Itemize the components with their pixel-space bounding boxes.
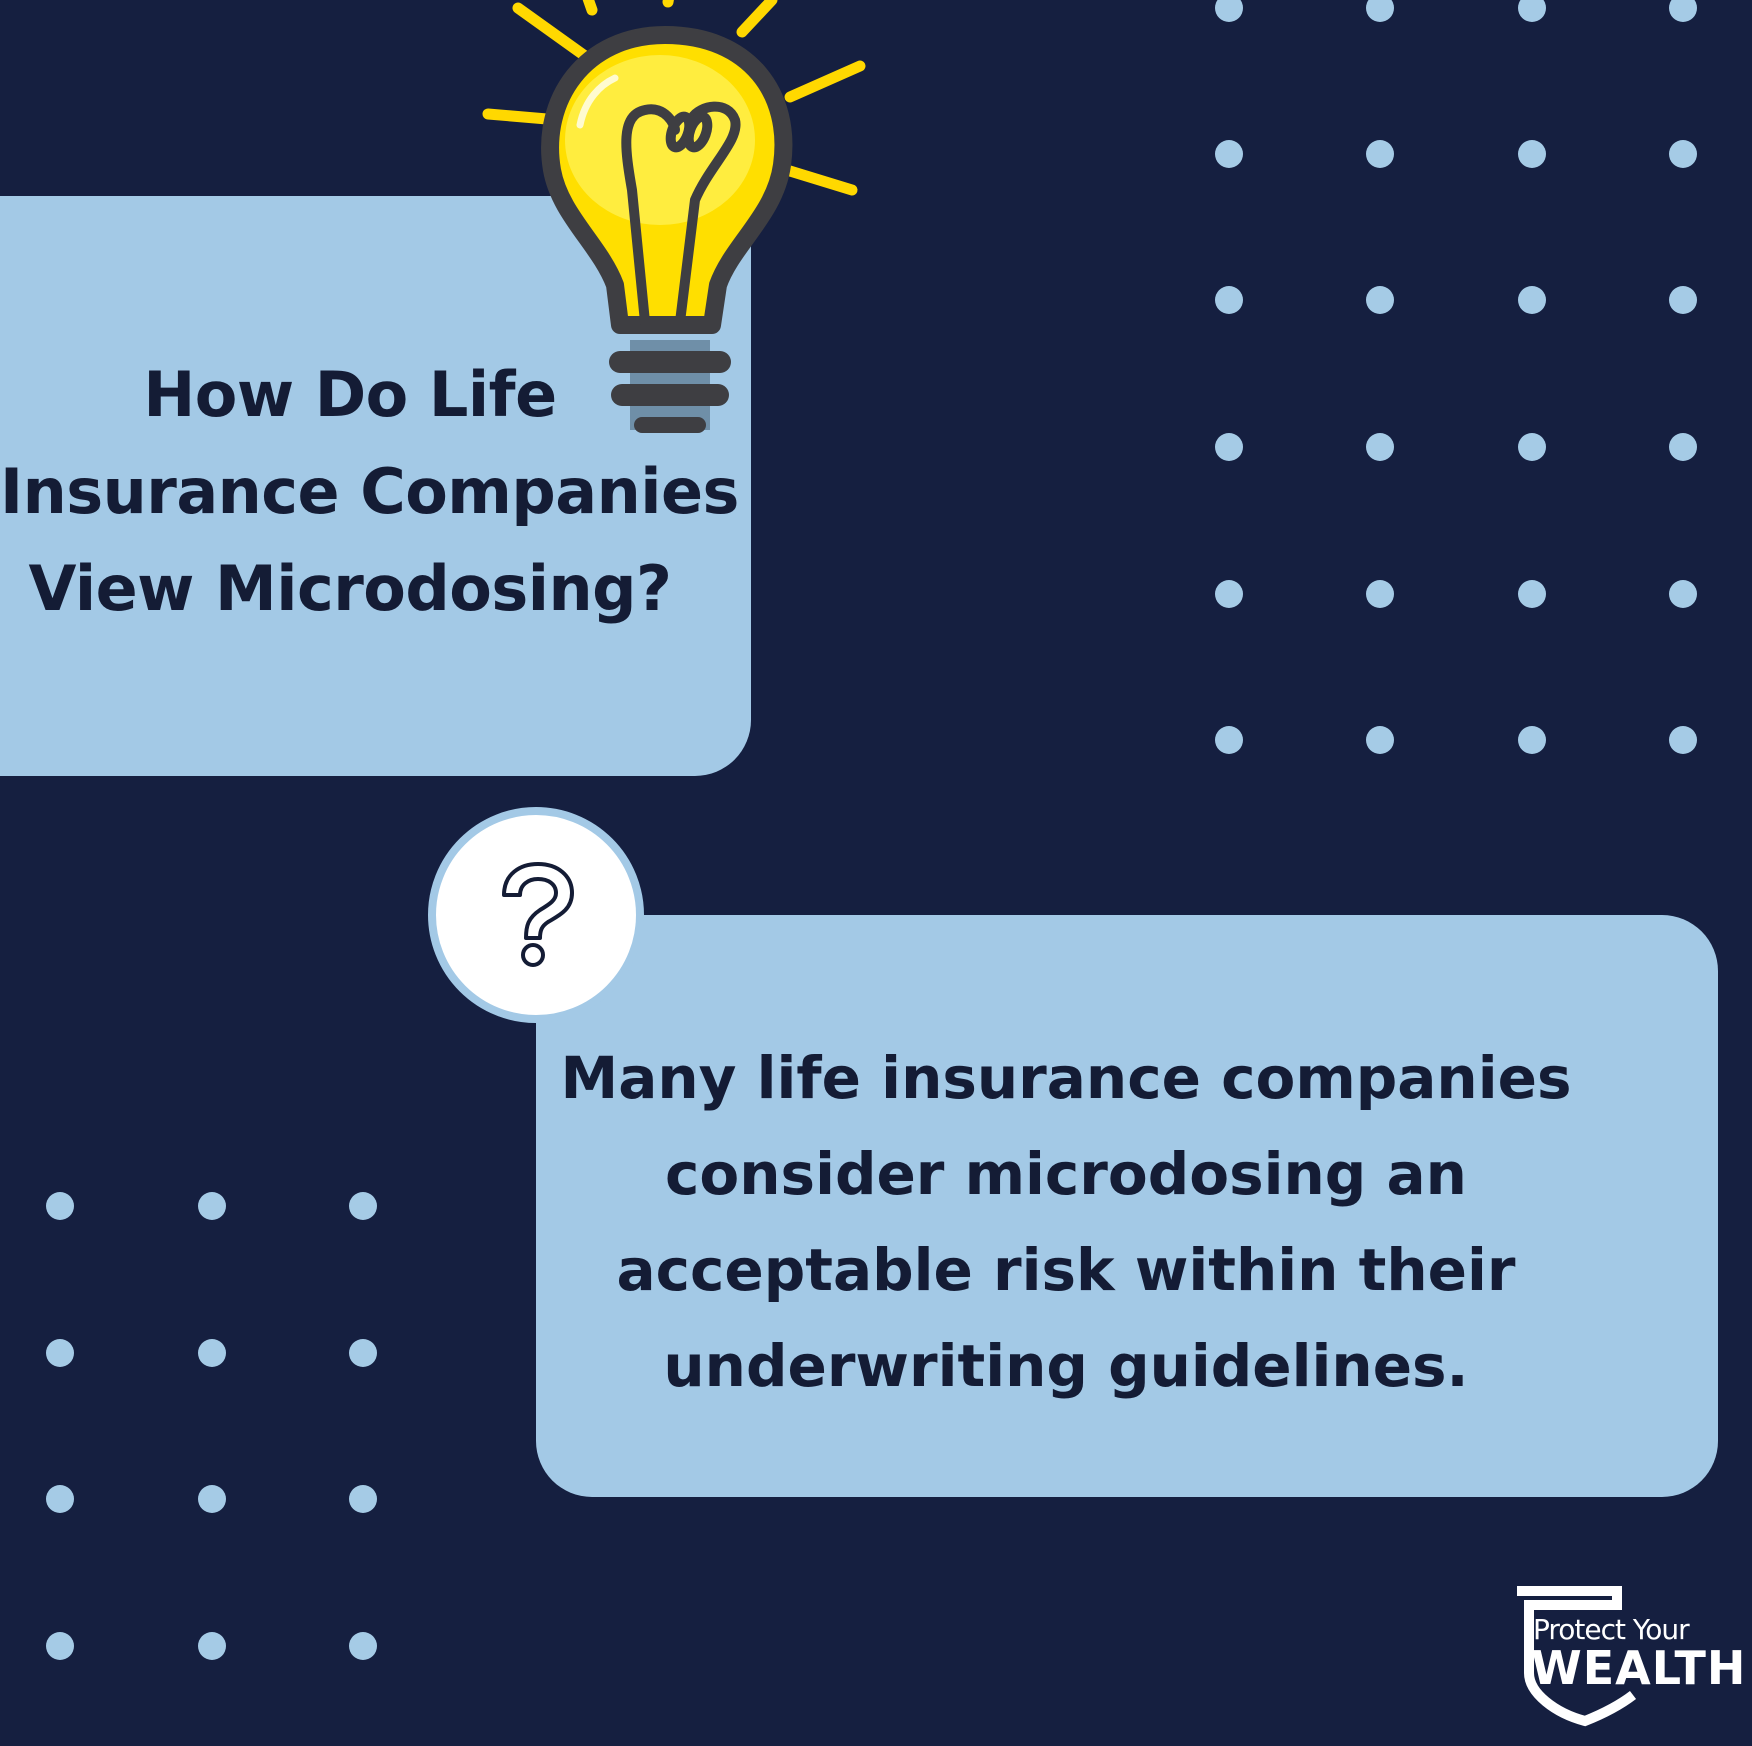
dot (1669, 433, 1697, 461)
dot (1518, 0, 1546, 22)
dot (46, 1339, 74, 1367)
dot (1215, 726, 1243, 754)
dot (1215, 433, 1243, 461)
dot (1669, 0, 1697, 22)
dot (1518, 580, 1546, 608)
page-title: How Do Life Insurance Companies View Mic… (0, 346, 739, 637)
dot (1366, 140, 1394, 168)
answer-line: underwriting guidelines. (663, 1332, 1469, 1400)
dot (1215, 0, 1243, 22)
answer-card: Many life insurance companies consider m… (536, 915, 1718, 1497)
title-line: Insurance Companies (0, 455, 739, 528)
dot (1518, 726, 1546, 754)
dot (1366, 286, 1394, 314)
dot (1518, 433, 1546, 461)
dot (1215, 140, 1243, 168)
dot (46, 1632, 74, 1660)
lightbulb-icon (482, 0, 866, 433)
answer-line: Many life insurance companies (560, 1044, 1572, 1112)
dot (1215, 286, 1243, 314)
dot (1669, 580, 1697, 608)
dot (1669, 286, 1697, 314)
dot (349, 1632, 377, 1660)
dot (1669, 726, 1697, 754)
dot (198, 1632, 226, 1660)
dot (349, 1339, 377, 1367)
dot (349, 1485, 377, 1513)
question-mark-icon (502, 862, 574, 967)
dot (46, 1192, 74, 1220)
dot (1669, 140, 1697, 168)
answer-line: consider microdosing an (665, 1140, 1467, 1208)
dot (198, 1192, 226, 1220)
dot (198, 1485, 226, 1513)
answer-text: Many life insurance companies consider m… (536, 1030, 1596, 1414)
dot (1366, 0, 1394, 22)
title-line: View Microdosing? (28, 552, 672, 625)
brand-logo: Protect Your WEALTH (1505, 1583, 1745, 1733)
dot (198, 1339, 226, 1367)
dot (1366, 433, 1394, 461)
title-line: How Do Life (143, 358, 557, 431)
dot (1366, 580, 1394, 608)
logo-tagline: Protect Your (1533, 1613, 1690, 1646)
dot (349, 1192, 377, 1220)
question-badge (428, 807, 644, 1023)
shield-icon (1517, 1586, 1637, 1727)
dot (46, 1485, 74, 1513)
dot (1518, 286, 1546, 314)
dot (1366, 726, 1394, 754)
answer-line: acceptable risk within their (616, 1236, 1516, 1304)
dot (1518, 140, 1546, 168)
logo-wordmark: WEALTH (1531, 1641, 1747, 1695)
dot (1215, 580, 1243, 608)
